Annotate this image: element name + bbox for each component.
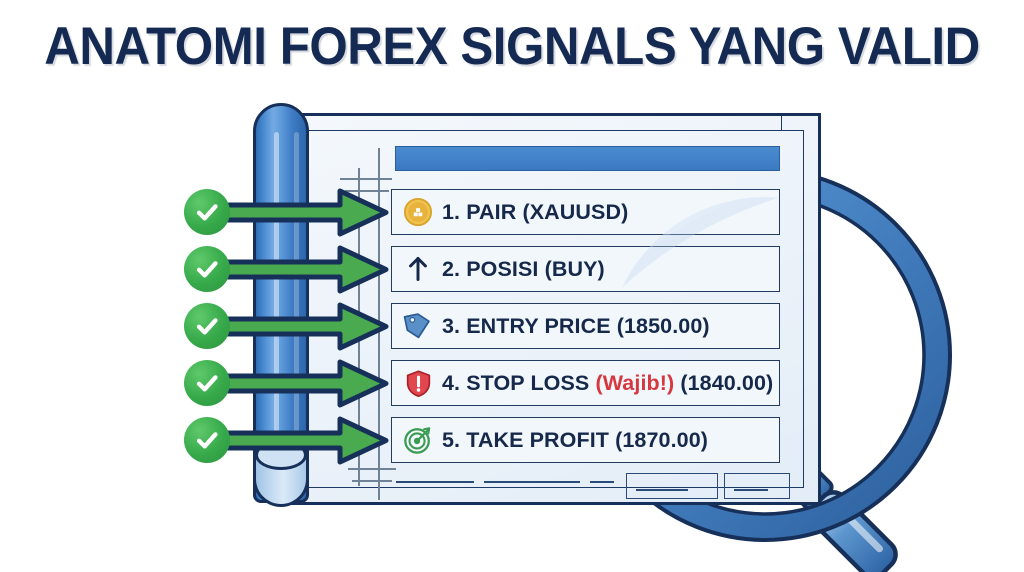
signal-row-take-profit[interactable]: 5. TAKE PROFIT (1870.00)	[391, 417, 780, 463]
blueprint-guide-line	[340, 178, 392, 180]
document-footer-box	[724, 473, 790, 499]
check-icon-5	[184, 417, 230, 463]
signal-label: 5. TAKE PROFIT (1870.00)	[442, 427, 709, 452]
signal-row-pair[interactable]: 1. PAIR (XAUUSD)	[391, 189, 780, 235]
blueprint-guide-line	[348, 468, 396, 470]
document-corner-tick	[780, 116, 782, 130]
target-icon	[403, 425, 433, 455]
signal-row-stop-loss[interactable]: 4. STOP LOSS (Wajib!) (1840.00)	[391, 360, 780, 406]
wajib-warning-text: (Wajib!)	[595, 370, 675, 395]
check-icon-2	[184, 246, 230, 292]
signal-label: 4. STOP LOSS (Wajib!) (1840.00)	[442, 370, 774, 395]
scroll-roll-end-cap	[255, 440, 307, 470]
roll-highlight	[274, 132, 279, 472]
signal-label: 1. PAIR (XAUUSD)	[442, 199, 629, 224]
blueprint-guide-line	[352, 480, 392, 482]
check-icon-3	[184, 303, 230, 349]
document-footer-line	[396, 481, 474, 483]
price-tag-icon	[403, 311, 433, 341]
document-footer-line	[484, 481, 580, 483]
page-title: ANATOMI FOREX SIGNALS YANG VALID	[44, 17, 980, 76]
gold-coin-icon	[403, 197, 433, 227]
check-icon-4	[184, 360, 230, 406]
shield-alert-icon	[403, 368, 433, 398]
document-header-bar	[395, 146, 780, 171]
roll-highlight	[294, 132, 299, 432]
signal-row-posisi[interactable]: 2. POSISI (BUY)	[391, 246, 780, 292]
blueprint-guide-line	[358, 168, 360, 486]
document-footer-line	[636, 489, 688, 491]
document-footer-line	[734, 489, 768, 491]
signal-label: 2. POSISI (BUY)	[442, 256, 605, 281]
blueprint-guide-line	[378, 148, 380, 500]
document-footer-box	[626, 473, 718, 499]
up-arrow-icon	[403, 254, 433, 284]
signal-row-entry-price[interactable]: 3. ENTRY PRICE (1850.00)	[391, 303, 780, 349]
document-footer-line	[590, 481, 614, 483]
signal-label: 3. ENTRY PRICE (1850.00)	[442, 313, 710, 338]
blueprint-guide-line	[345, 190, 389, 192]
check-icon-1	[184, 189, 230, 235]
